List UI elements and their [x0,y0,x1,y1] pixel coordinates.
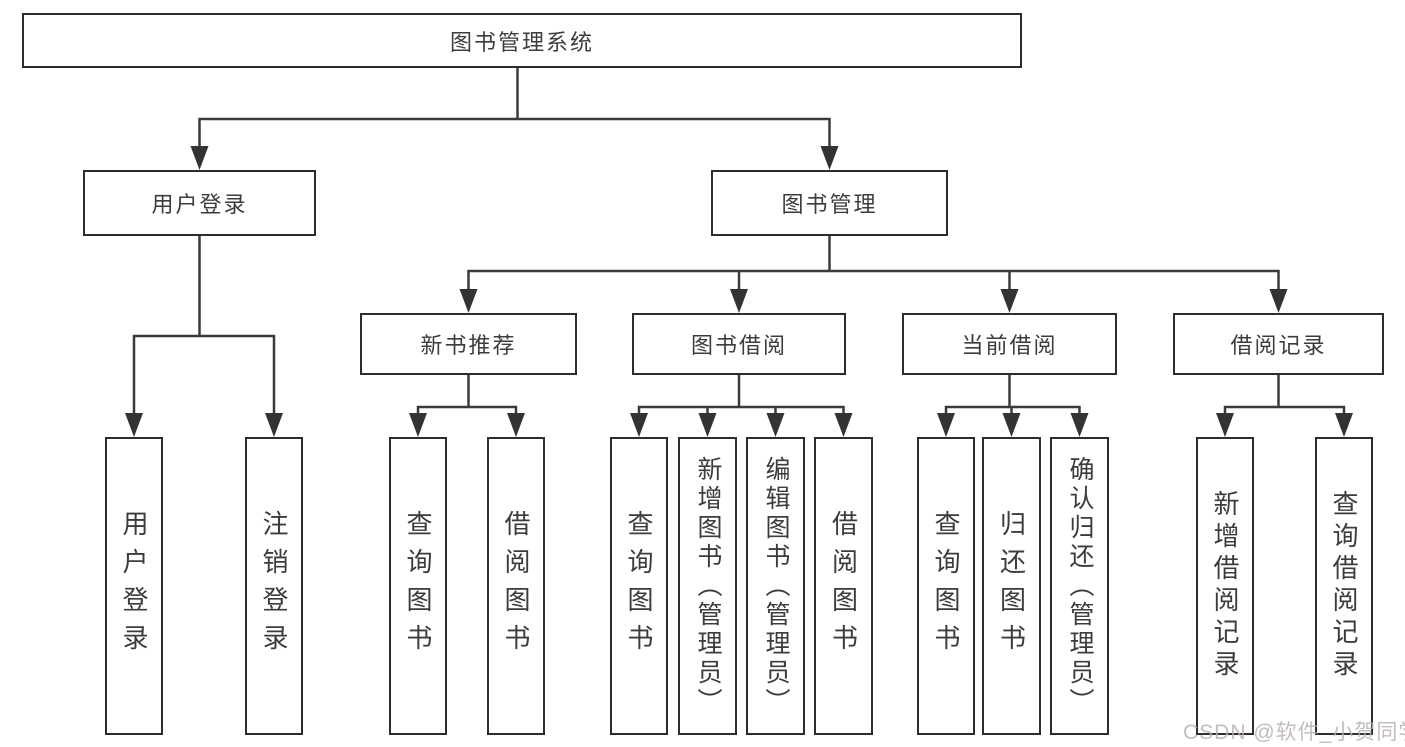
leaf-query-books-recommend: 查询图书 [389,437,447,735]
node-new-book-recommend: 新书推荐 [360,313,577,375]
leaf-edit-book-admin: 编辑图书（管理员） [746,437,805,735]
leaf-query-books-current: 查询图书 [917,437,975,735]
node-book-borrow: 图书借阅 [632,313,846,375]
leaf-user-login: 用户登录 [105,437,163,735]
leaf-add-borrow-record: 新增借阅记录 [1196,437,1254,735]
leaf-logout: 注销登录 [245,437,303,735]
watermark-text: CSDN @软件_小贺同学 [1183,721,1405,744]
leaf-borrow-books: 借阅图书 [814,437,873,735]
node-current-borrow: 当前借阅 [902,313,1117,375]
node-user-login: 用户登录 [83,170,316,236]
leaf-borrow-books-recommend: 借阅图书 [487,437,545,735]
leaf-query-books-borrow: 查询图书 [610,437,668,735]
node-book-management: 图书管理 [711,170,948,236]
leaf-confirm-return-admin: 确认归还（管理员） [1050,437,1109,735]
leaf-query-borrow-record: 查询借阅记录 [1315,437,1373,735]
node-root: 图书管理系统 [22,13,1022,68]
node-borrow-records: 借阅记录 [1173,313,1384,375]
leaf-add-book-admin: 新增图书（管理员） [678,437,737,735]
leaf-return-books: 归还图书 [982,437,1041,735]
